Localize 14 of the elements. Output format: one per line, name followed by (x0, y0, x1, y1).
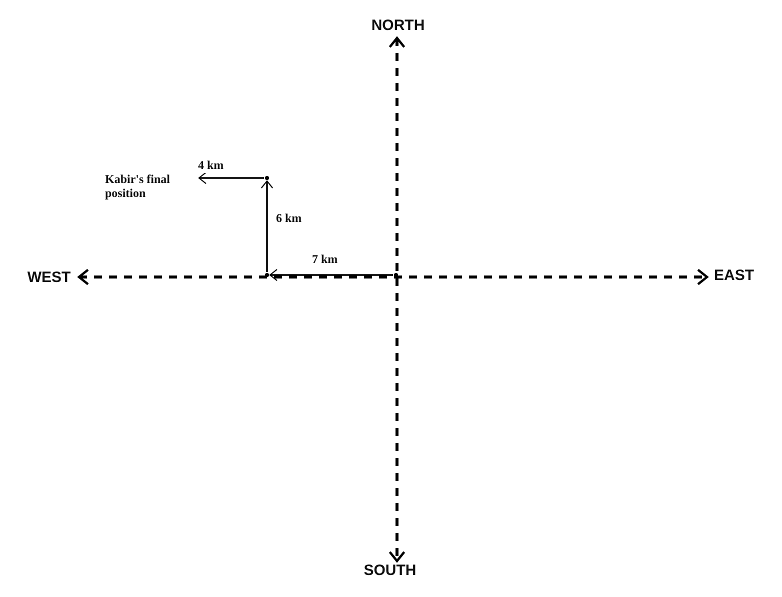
path-arrow (260, 180, 274, 272)
direction-label: SOUTH (362, 562, 418, 579)
position-label: Kabir's final position (105, 172, 172, 200)
compass-axis-arrow (78, 268, 708, 286)
direction-label: NORTH (370, 17, 426, 34)
path-point (394, 273, 398, 277)
compass-axis-arrow (388, 36, 406, 562)
distance-label: 4 km (196, 158, 226, 173)
path-arrow (198, 172, 264, 184)
path-arrow (269, 268, 393, 282)
direction-label: EAST (712, 267, 755, 284)
direction-label: WEST (26, 269, 72, 286)
path-point (265, 273, 269, 277)
path-point (265, 176, 269, 180)
